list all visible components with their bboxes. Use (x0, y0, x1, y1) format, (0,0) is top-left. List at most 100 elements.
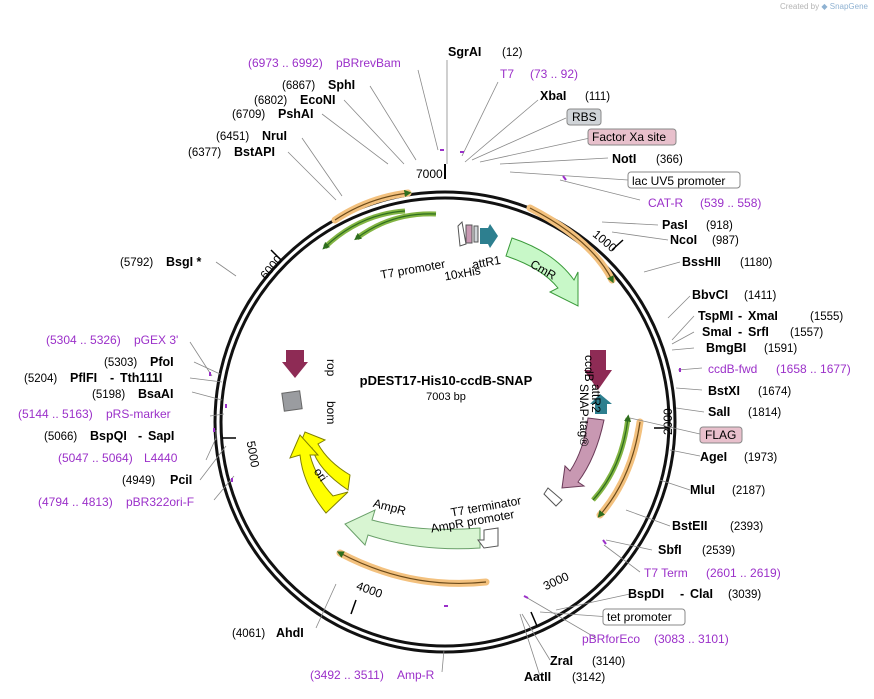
snapgene-credit: Created by ◆ SnapGene (780, 2, 868, 11)
primer-amp-r-range: (3492 .. 3511) (310, 668, 384, 682)
ccdb-feature (584, 350, 612, 390)
site-smai-pos: (1557) (790, 327, 823, 339)
site-bstapi: BstAPI (234, 145, 275, 159)
leader-lines (189, 60, 705, 677)
primer-l4440: L4440 (144, 451, 178, 465)
site-bbvci: BbvCI (692, 288, 728, 302)
site-nrui-pos: (6451) (216, 131, 249, 143)
site-sbfi: SbfI (658, 543, 682, 557)
site-pasi-pos: (918) (706, 220, 733, 232)
site-tspmi: TspMI (698, 309, 733, 323)
site-xmai: XmaI (748, 309, 778, 323)
site-zrai-pos: (3140) (592, 656, 625, 668)
site-bsteii: BstEII (672, 519, 707, 533)
factor-xa-box (587, 128, 677, 146)
primer-t7: T7 (500, 67, 514, 81)
bom-label: bom (324, 401, 338, 424)
factor-xa-label: Factor Xa site (592, 130, 666, 144)
site-bspqi: BspQI (90, 429, 127, 443)
ori-label: ori (311, 465, 330, 484)
site-econi: EcoNI (300, 93, 335, 107)
flag-box (699, 426, 743, 444)
primer-ccdb-fwd-range: (1658 .. 1677) (776, 362, 851, 376)
site-mlui-pos: (2187) (732, 485, 765, 497)
rbs-box (566, 108, 602, 126)
site-bstapi-pos: (6377) (188, 147, 221, 159)
site-tspmi-pos: (1555) (810, 311, 843, 323)
site-xbai: XbaI (540, 89, 566, 103)
backbone-outer (213, 190, 677, 654)
site-sphi: SphI (328, 78, 355, 92)
site-ncoi-pos: (987) (712, 235, 739, 247)
site-bstxi-pos: (1674) (758, 386, 791, 398)
t7-promoter-feature (457, 220, 467, 247)
site-bbvci-pos: (1411) (744, 290, 777, 302)
site-bsaai-pos: (5198) (92, 389, 125, 401)
ccdb-label: ccdB (582, 355, 596, 382)
rbs-label: RBS (572, 110, 597, 124)
orf-arcs (322, 189, 644, 587)
site-econi-pos: (6802) (254, 95, 287, 107)
primer-t7-term: T7 Term (644, 566, 688, 580)
site-pshai: PshAI (278, 107, 313, 121)
his-feature (465, 224, 473, 244)
rop-label: rop (324, 359, 338, 377)
site-smai: SmaI (702, 325, 732, 339)
primer-pgex3: pGEX 3' (134, 333, 178, 347)
site-tspmi-sep: - (738, 309, 742, 323)
site-xbai-pos: (111) (585, 91, 610, 103)
primer-pbrforeco: pBRforEco (582, 632, 640, 646)
site-ahdi: AhdI (276, 626, 304, 640)
primer-amp-r: Amp-R (397, 668, 435, 682)
site-sgrai: SgrAI (448, 45, 481, 59)
tick-5000: 5000 (244, 440, 262, 469)
tet-promoter-box (602, 608, 686, 626)
primer-ccdb-fwd: ccdB-fwd (708, 362, 757, 376)
tick-3000: 3000 (541, 569, 571, 593)
primer-prs-marker-range: (5144 .. 5163) (18, 407, 93, 421)
ampr-label: AmpR (372, 496, 408, 518)
primer-cat-r: CAT-R (648, 196, 683, 210)
attr2-feature (590, 394, 612, 414)
primer-t7-term-range: (2601 .. 2619) (706, 566, 781, 580)
site-agei: AgeI (700, 450, 727, 464)
tet-promoter-label: tet promoter (607, 610, 672, 624)
primer-pbrforeco-range: (3083 .. 3101) (654, 632, 729, 646)
primer-pbrrevbam-range: (6973 .. 6992) (248, 56, 323, 70)
site-bsgi-pos: (5792) (120, 257, 153, 269)
site-pfoi: PfoI (150, 355, 174, 369)
primer-marks (209, 149, 681, 607)
site-bsshii: BssHII (682, 255, 721, 269)
bom-feature (281, 390, 303, 412)
site-bspdi: BspDI (628, 587, 664, 601)
lac-uv5-box (627, 171, 741, 189)
site-bspdi-pos: (3039) (728, 589, 761, 601)
lac-uv5-label: lac UV5 promoter (632, 174, 725, 188)
t7-terminator-feature (543, 487, 563, 507)
site-pflfi-sep: - (110, 371, 114, 385)
site-pflfi-pos: (5204) (24, 373, 57, 385)
primer-pbr322ori-f-range: (4794 .. 4813) (38, 495, 113, 509)
site-aatii-pos: (3142) (572, 672, 605, 684)
site-pasi: PasI (662, 218, 688, 232)
site-sapi: SapI (148, 429, 174, 443)
attr1-label: attR1 (471, 253, 502, 272)
primer-l4440-range: (5047 .. 5064) (58, 451, 133, 465)
site-bsgi: BsgI * (166, 255, 202, 269)
site-bspdi-sep: - (680, 587, 684, 601)
primer-cat-r-range: (539 .. 558) (700, 196, 761, 210)
site-sbfi-pos: (2539) (702, 545, 735, 557)
plasmid-name: pDEST17-His10-ccdB-SNAP (360, 373, 533, 388)
ampr-promoter-feature (477, 527, 499, 549)
snap-feature (561, 417, 605, 489)
site-sali: SalI (708, 405, 730, 419)
rop-feature (282, 350, 308, 378)
site-agei-pos: (1973) (744, 452, 777, 464)
site-noti-pos: (366) (656, 154, 683, 166)
site-pflfi: PflFI (70, 371, 97, 385)
primer-t7-range: (73 .. 92) (530, 67, 578, 81)
tick-7000: 7000 (416, 167, 443, 181)
plasmid-length: 7003 bp (426, 391, 466, 403)
cmr-feature (505, 237, 579, 307)
backbone-inner (219, 196, 671, 648)
